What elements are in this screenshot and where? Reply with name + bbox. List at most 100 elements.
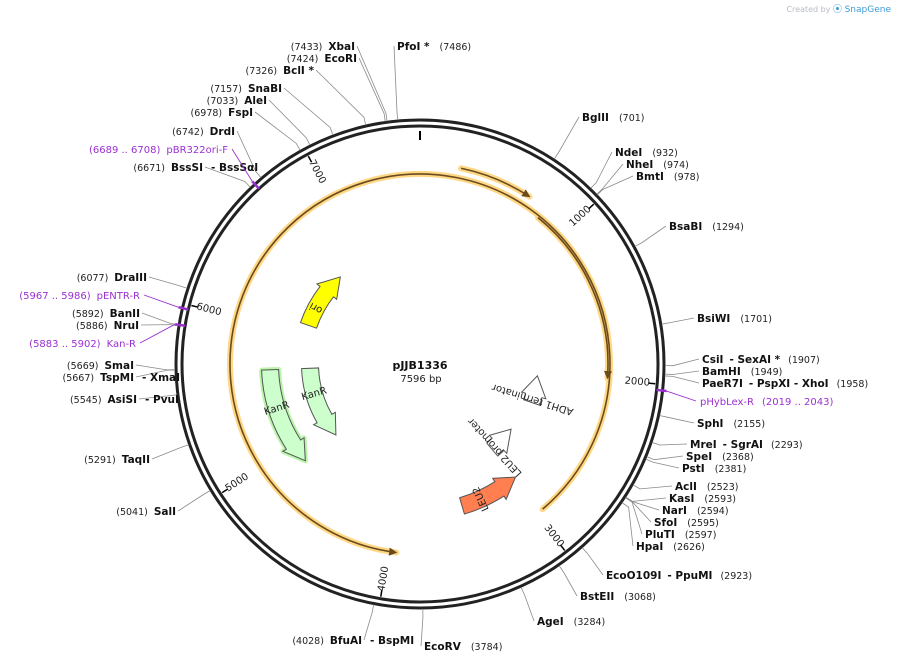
site-line-29 xyxy=(646,455,684,461)
primer-line-Kan-R xyxy=(139,323,176,344)
site-line-2 xyxy=(315,69,367,126)
site-enzyme: AsiSI xyxy=(108,394,137,406)
site-label-bfuai: BfuAI- BspMI(4028) xyxy=(292,635,414,647)
tick-mark-1000 xyxy=(588,203,595,210)
site-line-14 xyxy=(151,444,189,460)
site-enzyme: FspI xyxy=(228,107,253,119)
primer-range: (6689 .. 6708) xyxy=(89,145,161,156)
primer-line-pBR322ori-F xyxy=(231,148,253,182)
primer-mark-pBR322ori-F xyxy=(251,180,260,190)
site-label-bsssi: BssSI- BssSαI(6671) xyxy=(133,162,258,174)
site-enzyme: HpaI xyxy=(636,541,663,553)
site-position: (932) xyxy=(652,148,678,159)
orf-3-head xyxy=(388,547,398,556)
primer-name: pHybLex-R xyxy=(700,397,754,408)
site-label-bglii: BglII (701) xyxy=(582,112,644,124)
site-line-8 xyxy=(148,276,188,289)
site-line-13 xyxy=(138,394,177,400)
site-enzyme: PaeR7I xyxy=(702,378,743,390)
snapgene-logo-icon: ⦿ xyxy=(833,5,843,15)
site-label-alei: AleI(7033) xyxy=(207,95,267,107)
site-label-kasi: KasI(2593) xyxy=(669,493,736,505)
site-enzyme: SnaBI xyxy=(248,83,282,95)
site-line-5 xyxy=(254,111,301,151)
site-enzyme: PstI xyxy=(682,463,705,475)
tick-label-5000: 5000 xyxy=(224,471,251,494)
center-label: pJJB1336 7596 bp xyxy=(392,359,447,385)
site-position: (2381) xyxy=(715,464,747,475)
site-enzyme: TspMI xyxy=(100,372,134,384)
restriction-sites: XbaI(7433)EcoRI(7424)BclI *(7326)SnaBI(7… xyxy=(63,41,869,653)
site-line-38 xyxy=(558,565,578,597)
site-position: (7326) xyxy=(246,66,278,77)
site-label-ndei: NdeI(932) xyxy=(615,147,678,159)
site-enzyme: SalI xyxy=(154,506,176,518)
site-line-34 xyxy=(625,497,652,523)
site-line-25 xyxy=(664,370,700,375)
site-line-36 xyxy=(621,502,634,547)
backbone xyxy=(174,118,666,610)
site-label-spei: SpeI(2368) xyxy=(686,451,754,463)
site-line-31 xyxy=(632,484,673,490)
site-position: (1949) xyxy=(751,367,783,378)
site-label-sali: SalI(5041) xyxy=(116,506,176,518)
site-enzyme: BmtI xyxy=(636,171,664,183)
site-label-banii: BanII(5892) xyxy=(72,308,140,320)
backbone-inner-ring xyxy=(180,124,660,604)
site-label-asisi: AsiSI- PvuI(5545) xyxy=(70,394,179,406)
site-enzyme: BssSI xyxy=(171,162,203,174)
site-position: (1701) xyxy=(740,314,772,325)
site-line-19 xyxy=(590,151,613,189)
primer-label-phyblex-r: pHybLex-R(2019 .. 2043) xyxy=(700,397,833,408)
site-position: (7033) xyxy=(207,96,239,107)
site-enzyme-extra: - PspXI - XhoI xyxy=(749,378,829,390)
plasmid-name: pJJB1336 xyxy=(392,359,447,372)
site-line-21 xyxy=(597,175,634,196)
site-position: (5892) xyxy=(72,309,104,320)
site-line-9 xyxy=(141,312,179,326)
site-line-39 xyxy=(520,587,535,622)
site-enzyme-extra: - SgrAI xyxy=(723,439,763,451)
site-line-3 xyxy=(283,87,334,136)
site-label-bsiwi: BsiWI(1701) xyxy=(697,313,772,325)
site-line-0 xyxy=(356,45,388,122)
tick-mark-5000 xyxy=(221,488,229,494)
site-enzyme: EcoRV xyxy=(424,641,462,653)
site-label-bamhi: BamHI (1949) xyxy=(702,366,782,378)
tick-label-7000: 7000 xyxy=(306,158,328,186)
site-label-taqii: TaqII(5291) xyxy=(84,454,150,466)
site-enzyme: DraIII xyxy=(114,272,147,284)
site-label-mrei: MreI- SgrAI(2293) xyxy=(690,439,803,451)
site-enzyme: BamHI xyxy=(702,366,741,378)
site-position: (701) xyxy=(619,113,645,124)
tick-mark-6000 xyxy=(191,304,199,308)
orf-arrows xyxy=(229,167,612,556)
site-label-tspmi: TspMI- XmaI(5667) xyxy=(63,372,181,384)
primer-label-pentr-r: pENTR-R(5967 .. 5986) xyxy=(19,291,140,302)
site-line-1 xyxy=(358,57,386,122)
site-label-csii: CsiI- SexAI *(1907) xyxy=(702,354,820,366)
site-enzyme: AgeI xyxy=(537,616,564,628)
site-line-30 xyxy=(645,458,680,469)
site-position: (5667) xyxy=(63,373,95,384)
primer-mark-pENTR-R xyxy=(178,306,189,311)
site-line-20 xyxy=(596,163,624,195)
site-position: (2923) xyxy=(720,571,752,582)
site-enzyme: NarI xyxy=(662,505,687,517)
site-label-sfoi: SfoI(2595) xyxy=(654,517,719,529)
feature-leu2-promoter xyxy=(486,428,512,457)
site-label-nrui: NruI(5886) xyxy=(76,320,139,332)
feature-ori xyxy=(299,276,341,329)
site-position: (6978) xyxy=(191,108,223,119)
site-label-bsteii: BstEII(3068) xyxy=(580,591,656,603)
primer-mark-Kan-R xyxy=(175,322,186,328)
primer-name: pENTR-R xyxy=(97,291,140,302)
site-enzyme: BglII xyxy=(582,112,609,124)
site-label-ecoo109i: EcoO109I- PpuMI(2923) xyxy=(606,570,752,582)
site-label-sphi: SphI(2155) xyxy=(697,418,765,430)
site-enzyme-extra: - BspMI xyxy=(370,635,414,647)
site-position: (2597) xyxy=(685,530,717,541)
site-label-draiii: DraIII(6077) xyxy=(77,272,147,284)
